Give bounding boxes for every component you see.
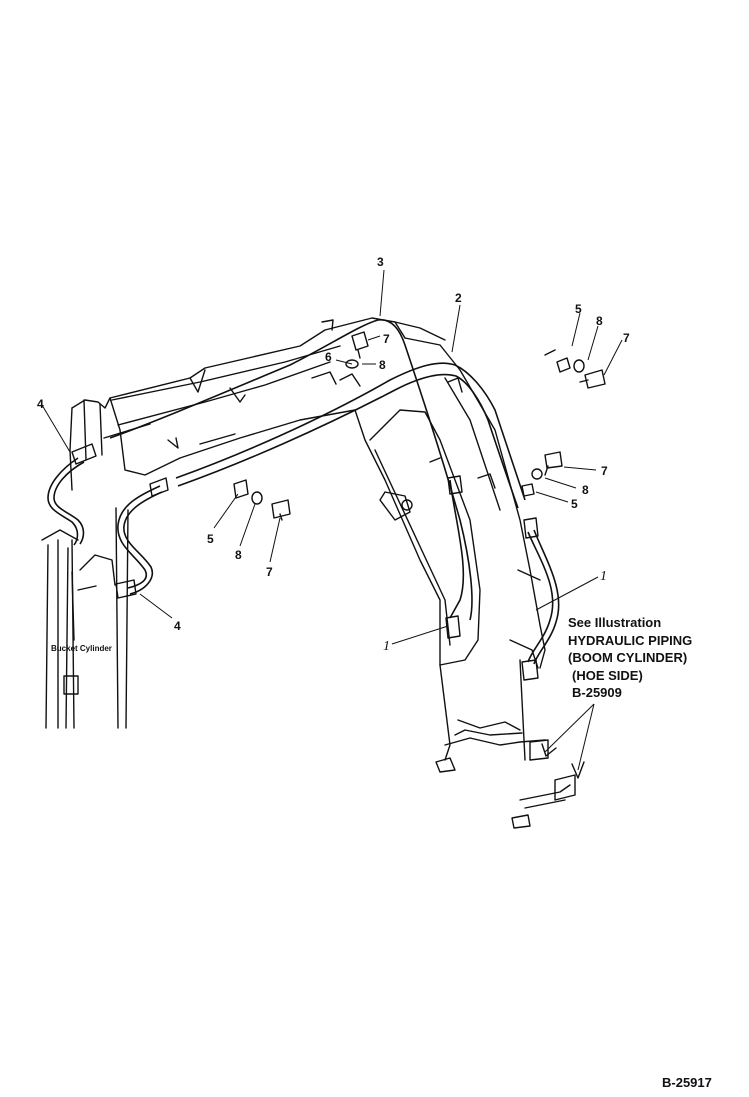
callout-3: 3 <box>377 255 384 269</box>
callout-1-right: 1 <box>600 569 607 584</box>
clamp-bolt-set-upper-right <box>544 349 606 389</box>
callout-8-mid-right: 8 <box>582 483 589 497</box>
callout-2: 2 <box>455 291 462 305</box>
callout-8-left: 8 <box>235 548 242 562</box>
callout-7-mid-right: 7 <box>601 464 608 478</box>
reference-line-2: HYDRAULIC PIPING <box>568 632 693 648</box>
clamp-bolt-set-left <box>233 479 291 521</box>
arm-structure <box>69 317 406 491</box>
bucket-cylinder-label: Bucket Cylinder <box>51 644 112 653</box>
hose-item-1-left <box>445 475 465 639</box>
see-illustration-reference: See Illustration HYDRAULIC PIPING (BOOM … <box>568 614 692 702</box>
figure-code: B-25917 <box>662 1075 712 1090</box>
callout-1-left: 1 <box>383 639 390 654</box>
callout-7-left: 7 <box>266 565 273 579</box>
hose-item-4-upper <box>47 443 97 546</box>
clamp-bolt-set-top <box>339 331 369 387</box>
clamp-bolt-set-mid-right <box>521 451 563 497</box>
callout-5-mid-right: 5 <box>571 497 578 511</box>
hose-item-3 <box>109 319 473 621</box>
hose-item-4-lower <box>115 477 169 599</box>
boom-structure <box>311 321 576 829</box>
hose-item-2 <box>175 362 526 509</box>
callout-8-top: 8 <box>379 358 386 372</box>
callout-7-top: 7 <box>383 332 390 346</box>
callout-4-lower: 4 <box>174 619 181 633</box>
callout-8-upper-right: 8 <box>596 314 603 328</box>
callout-7-upper-right: 7 <box>623 331 630 345</box>
hose-item-1-right <box>521 517 560 681</box>
callout-numbers: 3 2 6 7 8 5 8 7 7 8 5 5 8 7 4 4 1 1 Buck… <box>37 255 630 654</box>
reference-line-1: See Illustration <box>568 615 662 630</box>
reference-line-3: (BOOM CYLINDER) <box>568 650 688 665</box>
reference-line-4: (HOE SIDE) <box>572 667 643 683</box>
reference-line-5: B-25909 <box>572 685 622 700</box>
bucket-cylinder <box>41 507 129 729</box>
callout-4-upper: 4 <box>37 397 44 411</box>
callout-5-left: 5 <box>207 532 214 546</box>
callout-6: 6 <box>325 350 332 364</box>
leader-lines <box>41 269 623 779</box>
callout-5-upper-right: 5 <box>575 302 582 316</box>
